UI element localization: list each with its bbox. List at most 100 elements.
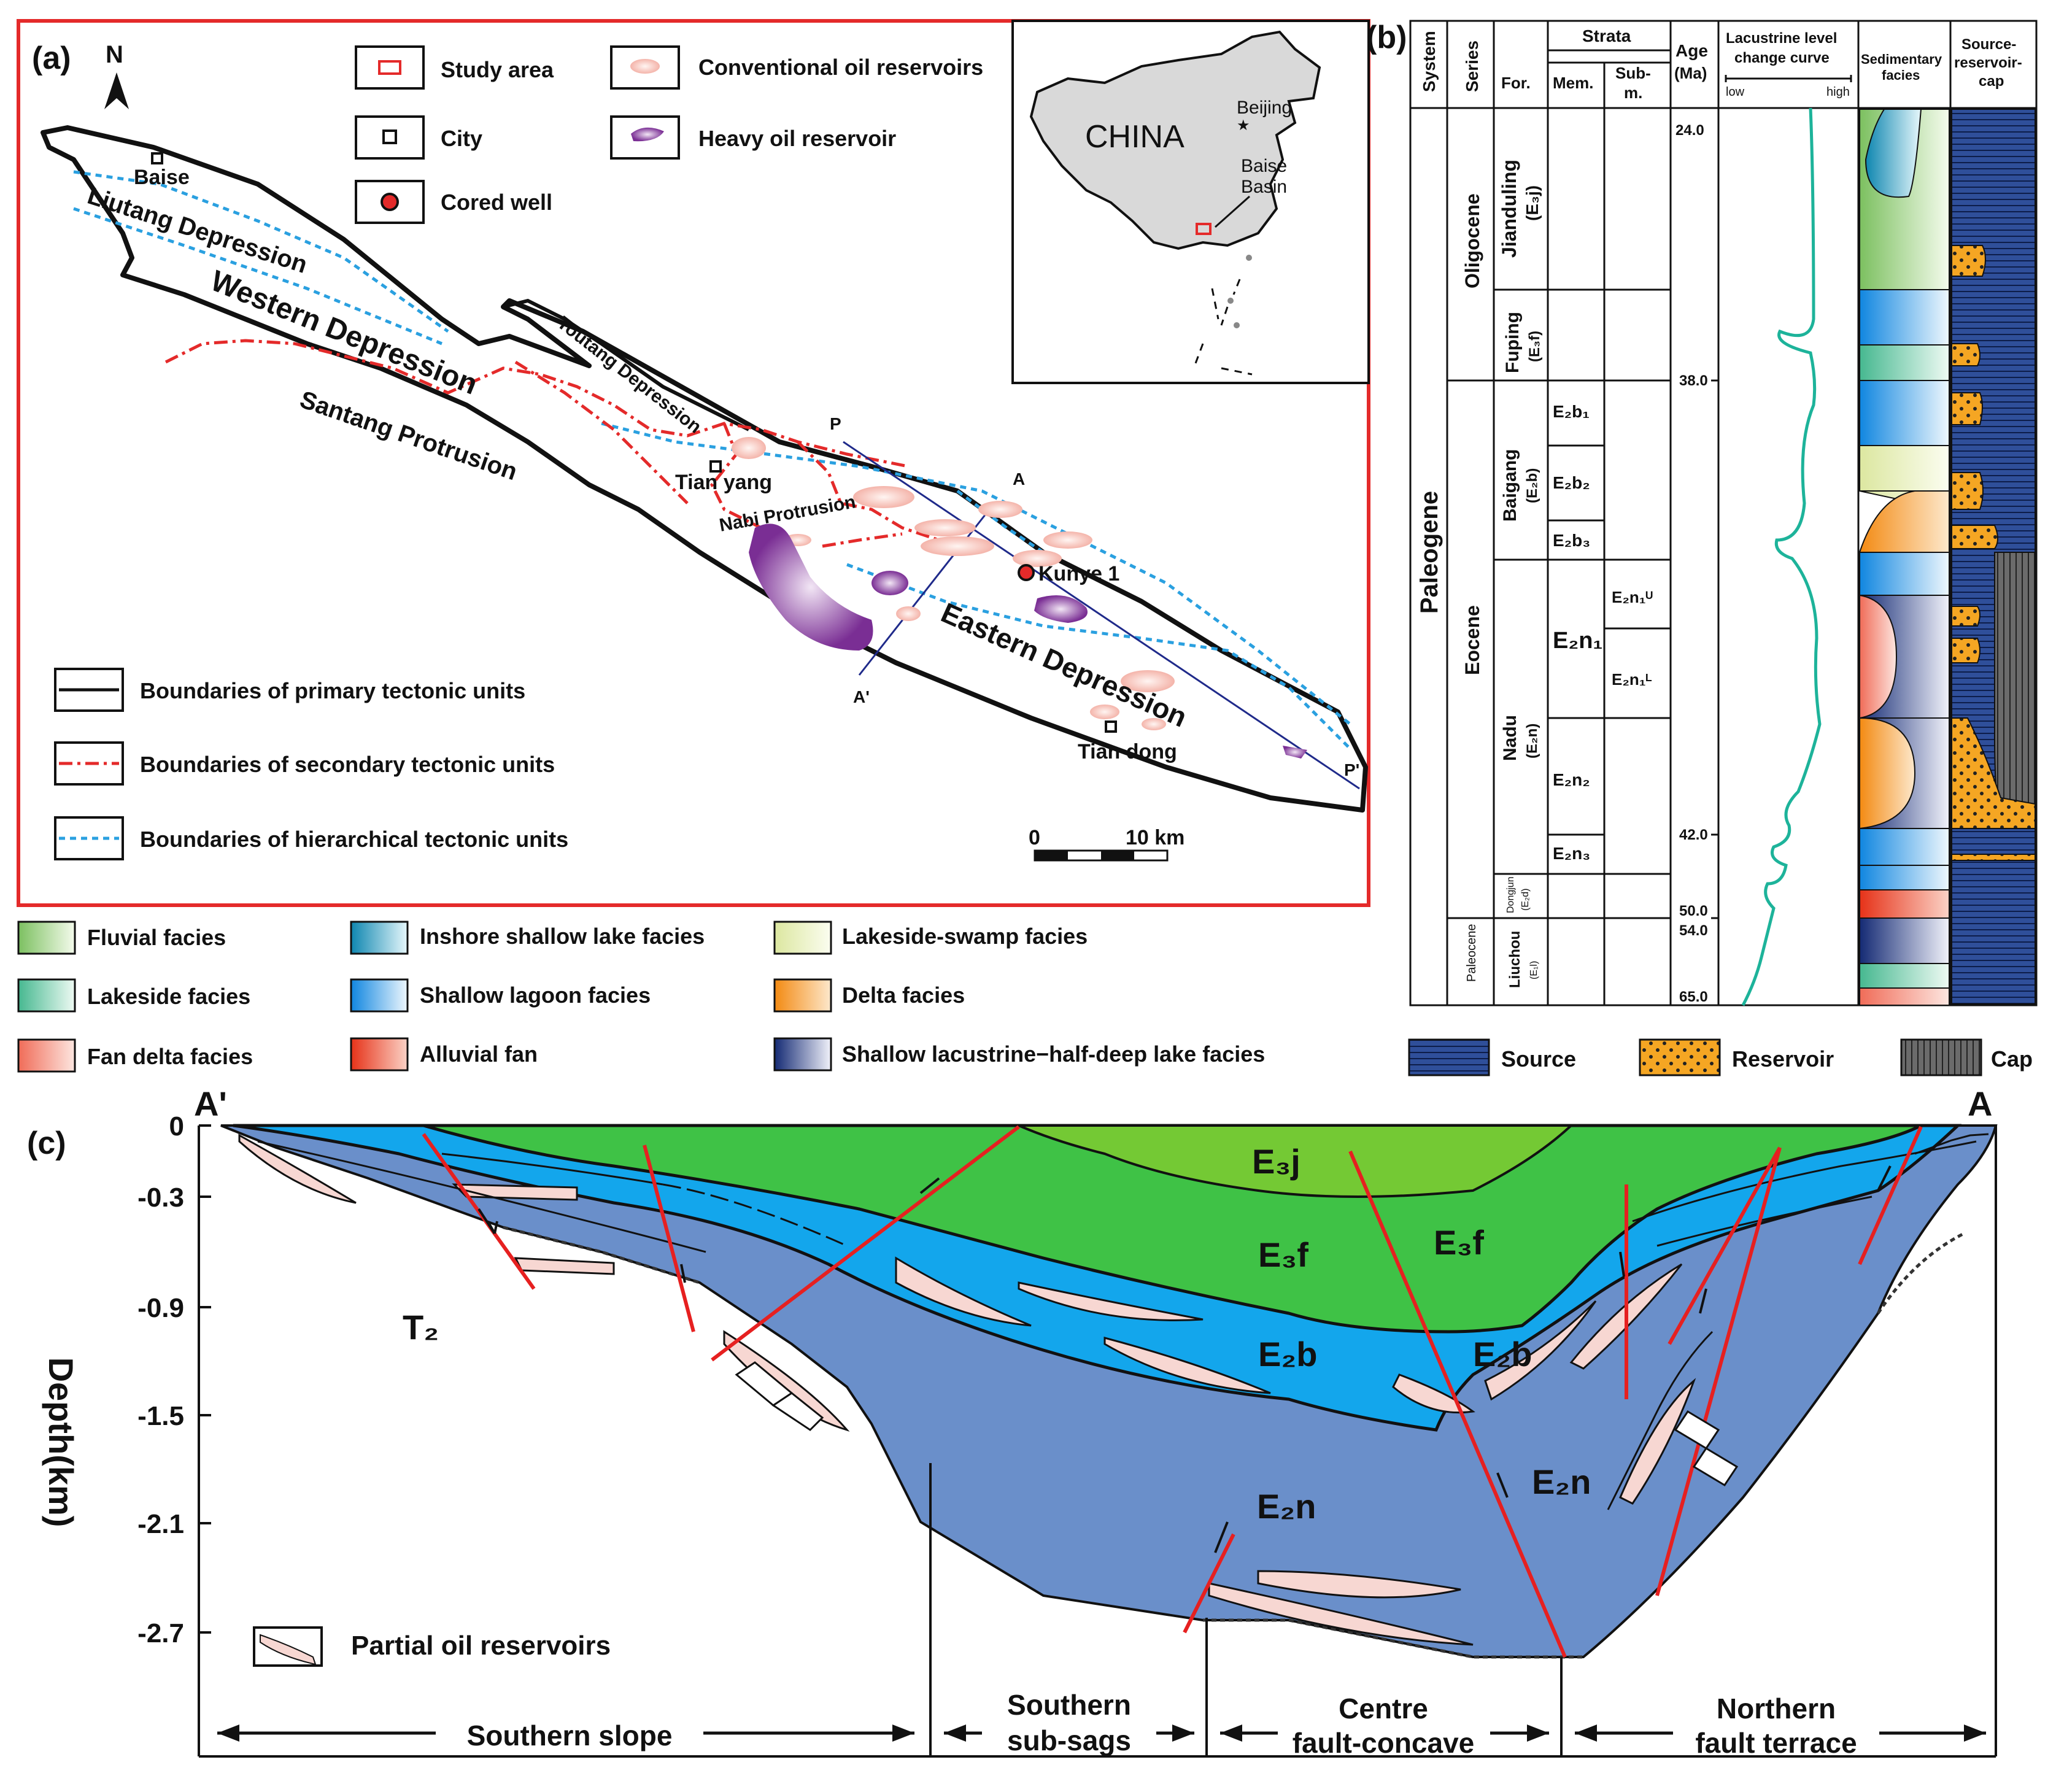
legend-lagoon: Shallow lagoon facies <box>420 983 651 1008</box>
header-sub2: m. <box>1624 83 1642 102</box>
zone-northern-1: Northern <box>1717 1693 1836 1724</box>
section-end-left: A' <box>194 1084 227 1123</box>
legend-alluvial: Alluvial fan <box>420 1041 538 1067</box>
legend-heavy: Heavy oil reservoir <box>698 126 896 151</box>
svg-text:Partial oil reservoirs: Partial oil reservoirs <box>351 1631 611 1661</box>
unit-e2b-right: E₂b <box>1473 1335 1532 1373</box>
series-oligocene: Oligocene <box>1461 193 1483 288</box>
series-paleocene: Paleocene <box>1465 924 1478 982</box>
label-p-prime: P' <box>1344 760 1359 779</box>
header-sub1: Sub- <box>1615 64 1651 82</box>
section-end-right: A <box>1968 1084 1992 1123</box>
zone-northern-2: fault terrace <box>1695 1727 1857 1759</box>
conventional-oil-icon <box>630 59 660 74</box>
fluvial-swatch <box>17 921 76 955</box>
legend-delta: Delta facies <box>842 983 965 1008</box>
label-tianyang: Tian yang <box>675 471 772 494</box>
header-sed1: Sedimentary <box>1861 52 1942 67</box>
legend-map-symbols: Study area City Cored well Conventional … <box>355 45 983 224</box>
inshore-swatch <box>350 921 409 955</box>
unit-e3f-left: E₃f <box>1258 1235 1308 1274</box>
age-54: 54.0 <box>1679 922 1708 939</box>
depth-tick-1: -0.3 <box>137 1183 184 1213</box>
zone-centre-2: fault-concave <box>1293 1727 1475 1759</box>
alluvial-swatch <box>350 1037 409 1072</box>
unit-e3f-right: E₃f <box>1434 1223 1484 1262</box>
panel-b-label: (b) <box>1366 20 1407 55</box>
legend-fandelta: Fan delta facies <box>87 1044 253 1069</box>
svg-text:★: ★ <box>1237 117 1250 134</box>
legend-partial-oil: Partial oil reservoirs <box>253 1626 611 1667</box>
header-series: Series <box>1463 41 1482 92</box>
zone-southern-slope: Southern slope <box>467 1720 673 1751</box>
header-low: low <box>1726 85 1745 99</box>
panel-a-label: (a) <box>32 41 71 76</box>
label-p: P <box>830 414 841 433</box>
member-e2n2: E₂n₂ <box>1553 770 1590 789</box>
unit-t2: T₂ <box>403 1308 439 1346</box>
inset-basin-1: Baise <box>1241 156 1287 176</box>
city-icon <box>382 129 397 144</box>
submember-upper: E₂n₁ᵁ <box>1612 588 1653 606</box>
reservoir-swatch <box>1639 1038 1721 1076</box>
header-src3: cap <box>1979 73 2004 90</box>
source-swatch <box>1408 1038 1490 1076</box>
legend-cored-well: Cored well <box>441 190 552 215</box>
member-e2b3: E₂b₃ <box>1553 531 1590 550</box>
svg-text:0: 0 <box>1029 826 1040 849</box>
swamp-swatch <box>773 921 832 955</box>
formation-baigang: Baigang <box>1500 449 1520 522</box>
header-strata: Strata <box>1582 26 1631 45</box>
panel-c-label: (c) <box>27 1126 66 1161</box>
legend-secondary: Boundaries of secondary tectonic units <box>140 752 555 777</box>
member-e2n1: E₂n₁ <box>1553 628 1602 654</box>
series-eocene: Eocene <box>1461 605 1483 675</box>
label-kunye: Kunye 1 <box>1038 562 1119 585</box>
age-42: 42.0 <box>1679 827 1708 843</box>
depth-tick-5: -2.7 <box>137 1618 184 1648</box>
stratigraphic-column <box>1409 20 2038 1006</box>
depth-tick-4: -2.1 <box>137 1509 184 1539</box>
legend-lakeside: Lakeside facies <box>87 984 250 1009</box>
legend-fluvial: Fluvial facies <box>87 925 226 950</box>
depth-tick-2: -0.9 <box>137 1293 184 1323</box>
member-e2n3: E₂n₃ <box>1553 844 1590 863</box>
header-age1: Age <box>1675 41 1708 60</box>
facies-legend: Fluvial facies Inshore shallow lake faci… <box>17 921 2033 1076</box>
inset-capital: Beijing <box>1237 98 1292 118</box>
formation-dongjun-code: (E₂d) <box>1520 889 1531 911</box>
legend-boundaries: Boundaries of primary tectonic units Bou… <box>54 668 568 860</box>
lakeside-swatch <box>17 978 76 1013</box>
age-24: 24.0 <box>1675 122 1704 139</box>
formation-fuping-code: (E₃f) <box>1526 331 1543 362</box>
formation-baigang-code: (E₂b) <box>1524 468 1540 503</box>
depth-axis: 0 -0.3 -0.9 -1.5 -2.1 -2.7 Depth(km) <box>42 1111 211 1756</box>
basin-map <box>41 125 1368 813</box>
cross-section <box>220 1124 1998 1659</box>
svg-text:10 km: 10 km <box>1126 826 1185 849</box>
unit-e3j: E₃j <box>1252 1142 1300 1181</box>
inset-basin-2: Basin <box>1241 177 1287 197</box>
header-system: System <box>1420 31 1439 92</box>
header-lake1: Lacustrine level <box>1726 30 1837 47</box>
legend-source: Source <box>1501 1046 1576 1072</box>
inset-china-map: CHINA Beijing ★ Baise Basin <box>1011 20 1370 384</box>
system-paleogene: Paleogene <box>1416 491 1443 614</box>
legend-deep: Shallow lacustrine−half-deep lake facies <box>842 1041 1265 1067</box>
formation-liuchou: Liuchou <box>1507 931 1523 988</box>
inset-study-area-icon <box>1196 223 1212 235</box>
legend-primary: Boundaries of primary tectonic units <box>140 678 525 703</box>
legend-inshore: Inshore shallow lake facies <box>420 924 705 949</box>
cap-swatch <box>1900 1038 1982 1076</box>
member-e2b1: E₂b₁ <box>1553 402 1590 421</box>
formation-liuchou-code: (E₁l) <box>1529 961 1539 979</box>
sedimentary-facies-column <box>1858 109 1950 1006</box>
header-member: Mem. <box>1553 74 1593 92</box>
header-src2: reservoir- <box>1954 55 2022 71</box>
source-reservoir-cap-column <box>1951 109 2036 1005</box>
deep-lake-swatch <box>773 1037 832 1072</box>
unit-e2n-left: E₂n <box>1257 1487 1316 1526</box>
legend-study-area: Study area <box>441 57 554 82</box>
label-tiandong: Tian dong <box>1078 740 1177 763</box>
